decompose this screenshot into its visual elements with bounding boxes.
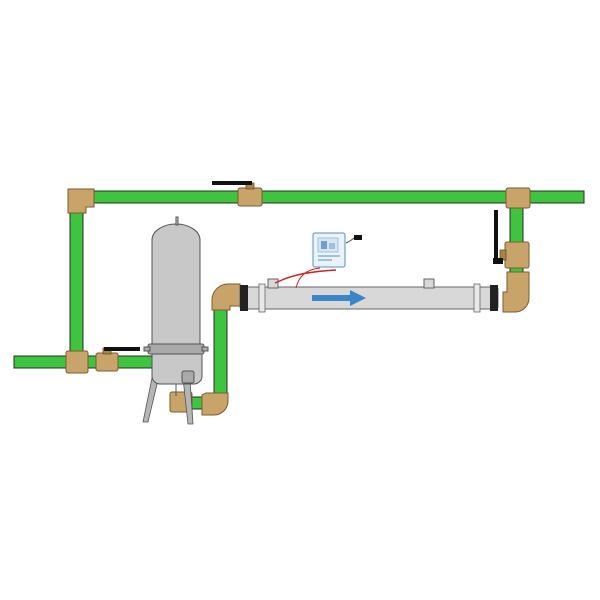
elbow-top-left (67, 188, 95, 214)
fittings (65, 187, 531, 416)
elbow-right (502, 271, 530, 313)
signal-wire (295, 267, 321, 289)
tee-top-right (505, 187, 531, 209)
controller-box-icon (274, 232, 362, 289)
power-cord (345, 237, 355, 244)
ball-valve-icon[interactable] (212, 181, 263, 207)
bypass-left-riser (69, 199, 84, 361)
uv-sterilizer-icon (239, 278, 499, 313)
elbow-uv-inlet (211, 283, 241, 311)
tee-bottom-left (65, 350, 89, 374)
filter-housing-icon (142, 216, 209, 425)
uv-tube (239, 286, 499, 310)
uv-riser-pipe (213, 304, 228, 406)
flow-arrow-icon (312, 290, 366, 306)
power-wire (274, 269, 337, 284)
ball-valve-icon[interactable] (95, 347, 140, 372)
elbow-filter-bottom (201, 392, 229, 416)
ball-valve-icon[interactable] (493, 210, 530, 269)
